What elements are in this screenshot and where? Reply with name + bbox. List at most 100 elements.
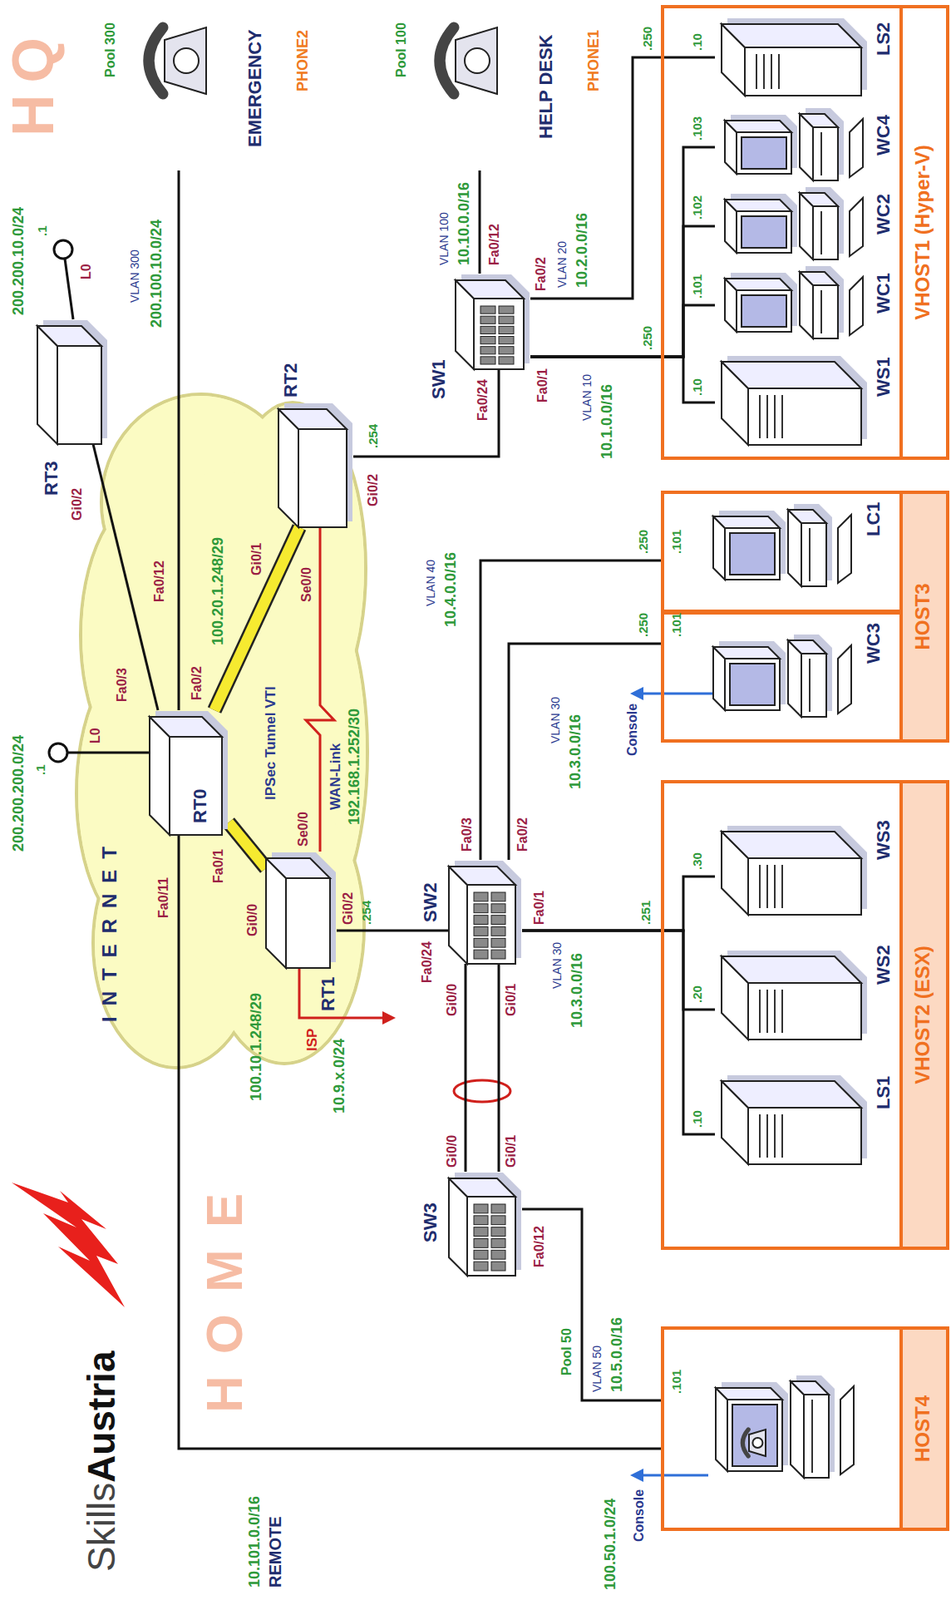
box-front [285, 877, 331, 968]
box-front [813, 285, 838, 339]
box-front [724, 658, 780, 710]
host-address: .1 [33, 763, 48, 775]
link-line [530, 305, 715, 357]
network-address: 10.5.0.0/16 [608, 1316, 626, 1392]
host-box: HOST4 [660, 1325, 950, 1531]
drive-bay [781, 394, 784, 439]
port-label: Gi0/1 [503, 983, 519, 1016]
network-link [479, 170, 481, 274]
keyboard [837, 514, 852, 583]
drive-slot [808, 658, 811, 712]
monitor-screen [741, 137, 787, 169]
link-line [177, 170, 181, 710]
port-label: Fa0/1 [535, 368, 551, 403]
switch-port [473, 1226, 488, 1237]
network-link [178, 834, 661, 1449]
port-label: Fa0/3 [114, 667, 130, 702]
switch-port [473, 903, 488, 913]
switch-port [491, 937, 506, 947]
network-link [522, 930, 715, 1134]
port-label: L0 [78, 263, 94, 280]
console-label: Console [631, 1488, 647, 1542]
link-line [530, 226, 715, 357]
network-address: 10.1.0.0/16 [598, 384, 616, 459]
monitor-screen [729, 663, 775, 705]
switch-box: SW2 [448, 859, 523, 964]
box-side [448, 1177, 516, 1197]
phone-base [164, 27, 207, 94]
box-front [736, 290, 792, 332]
box-side [724, 278, 792, 291]
switch-port [480, 336, 496, 345]
network-address: 10.10.0.0/16 [455, 182, 474, 266]
host-address: .10 [689, 378, 705, 396]
port-label: Fa0/24 [475, 379, 491, 421]
port-label: Gi0/2 [69, 487, 85, 521]
host-address: .250 [640, 26, 655, 51]
switch-port [491, 1215, 506, 1225]
switch-port [491, 915, 506, 925]
console-arrowhead [630, 1468, 644, 1482]
port-label: Fa0/11 [156, 877, 172, 918]
switch-port [473, 1261, 488, 1271]
drive-bay [781, 864, 784, 908]
network-link [522, 876, 715, 931]
switch-port [491, 903, 506, 913]
console-arrow [641, 1473, 709, 1477]
node-name: SW3 [419, 1202, 441, 1242]
port-label: Fa0/2 [515, 817, 531, 852]
network-address: 10.3.0.0/16 [566, 714, 585, 789]
drive-slot [820, 211, 823, 255]
host-address: .30 [689, 852, 705, 870]
host-address: .102 [689, 195, 705, 220]
ws-icon [714, 187, 898, 262]
link-line [522, 930, 715, 1134]
link-line [522, 1208, 661, 1400]
host-address: .101 [669, 529, 684, 554]
host-address: .101 [669, 612, 684, 637]
network-address: 200.100.10.0/24 [147, 219, 166, 328]
switch-icon [448, 859, 523, 964]
box-side [448, 866, 516, 885]
switch-port [498, 336, 514, 345]
switch-port [473, 949, 488, 959]
drive-slot [820, 132, 823, 176]
box-side [721, 955, 862, 983]
switch-port [473, 1203, 488, 1213]
host-address: .101 [669, 1369, 684, 1394]
box-side [37, 325, 102, 346]
monitor-screen [741, 216, 787, 248]
drive-bay [781, 1113, 784, 1158]
drive-bay [758, 1113, 761, 1158]
phone-dial [752, 1437, 763, 1448]
phone-box: PHONE2EMERGENCYPool 300 [81, 4, 286, 171]
monitor-screen [729, 532, 775, 575]
box-side [799, 113, 838, 128]
host-band: VHOST2 (ESX) [899, 783, 947, 1247]
switch-port [480, 356, 496, 365]
vlan-label: VLAN 100 [437, 211, 451, 266]
port-label: Fa0/2 [533, 256, 549, 291]
server-icon [714, 15, 898, 99]
network-link [530, 226, 715, 357]
network-link [530, 305, 715, 357]
network-address: 10.2.0.0/16 [573, 212, 592, 288]
host-name: VHOST2 (ESX) [911, 783, 935, 1247]
port-label: Fa0/3 [459, 817, 475, 852]
drive-bay [766, 989, 769, 1033]
switch-port [491, 1261, 506, 1271]
port-label: Gi0/2 [340, 891, 356, 925]
site-title: HOME [194, 1171, 254, 1413]
workstation-node: WC4 [714, 108, 898, 183]
server-node: LS1 [714, 1059, 898, 1168]
box-front [473, 298, 524, 370]
box-front [298, 428, 347, 528]
port-label: L0 [88, 727, 104, 744]
router-icon [266, 851, 337, 968]
phone-handset [742, 1428, 749, 1456]
keyboard [849, 118, 863, 178]
network-link [498, 963, 500, 1172]
logo-text: Austria [79, 1350, 124, 1483]
network-link [522, 930, 715, 1010]
switch-port [473, 1215, 488, 1225]
